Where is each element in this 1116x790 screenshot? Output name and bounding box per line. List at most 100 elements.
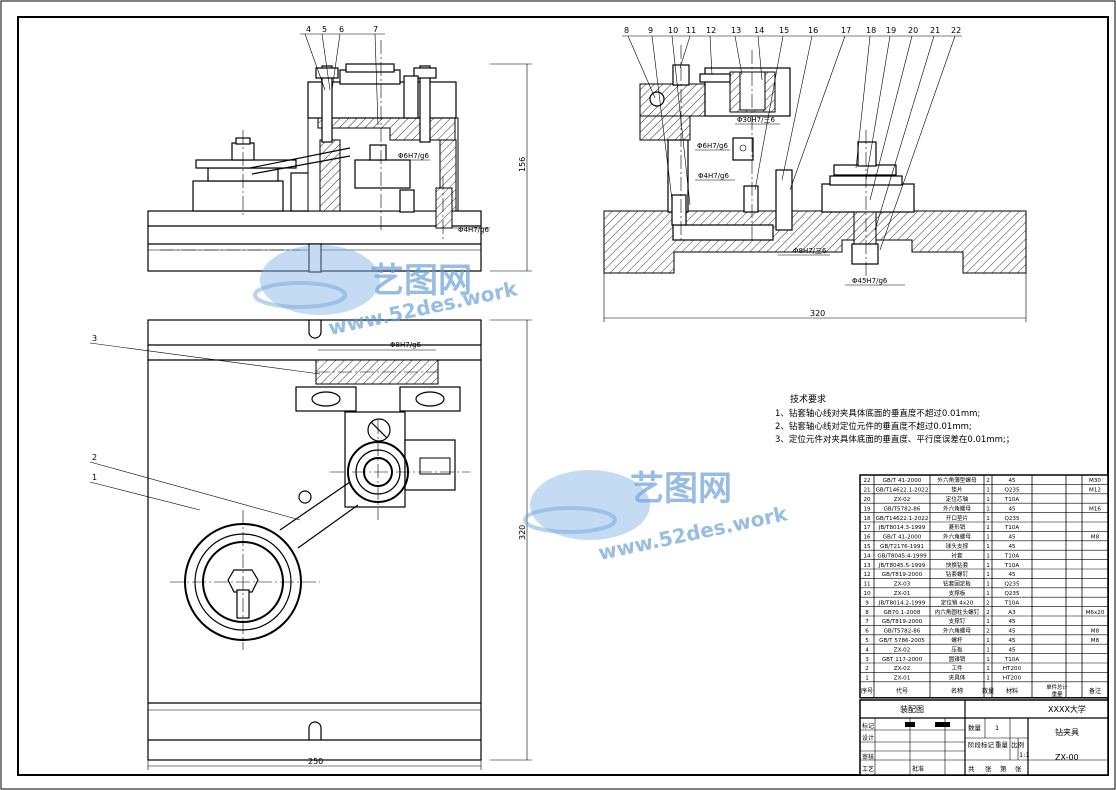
drawing-number: ZX-00 xyxy=(1055,753,1079,762)
tech-requirements: 技术要求 1、钻套轴心线对夹具体底面的垂直度不超过0.01mm; 2、钻套轴心线… xyxy=(775,393,1014,445)
parts-cell-material: 45 xyxy=(1008,478,1016,484)
drawing-name: 装配图 xyxy=(900,704,924,714)
parts-cell-no: 9 xyxy=(865,600,869,606)
parts-cell-material: Q235 xyxy=(1004,591,1020,597)
parts-cell-note: M16 xyxy=(1089,506,1101,512)
tech-title: 技术要求 xyxy=(790,393,826,405)
parts-cell-name: 球头支撑 xyxy=(946,542,969,550)
parts-cell-code: JB/T8014.2-1999 xyxy=(878,600,926,606)
parts-cell-qty: 1 xyxy=(986,516,990,522)
drawing-frame xyxy=(17,16,1109,776)
product-name: 钻夹具 xyxy=(1055,727,1079,737)
parts-cell-no: 22 xyxy=(863,478,870,484)
front-view: Φ6H7/g6 Φ4H7/g6 156 4 5 6 7 xyxy=(147,25,532,273)
parts-cell-name: 垫片 xyxy=(951,486,963,494)
parts-cell-material: 45 xyxy=(1008,619,1016,625)
parts-cell-material: 45 xyxy=(1008,638,1016,644)
approve-label: 批准 xyxy=(912,765,924,773)
leader-number: 15 xyxy=(779,26,789,35)
parts-cell-code: GB/T14622.1-2022 xyxy=(876,516,929,522)
fit-label: Φ6H7/g6 xyxy=(697,142,728,150)
leader-number: 17 xyxy=(841,26,851,35)
leader-number: 16 xyxy=(808,26,818,35)
parts-header-name: 名称 xyxy=(951,687,963,695)
parts-cell-qty: 1 xyxy=(986,525,990,531)
leader-number: 13 xyxy=(731,26,741,35)
parts-cell-material: T10A xyxy=(1004,497,1020,503)
parts-cell-qty: 1 xyxy=(986,553,990,559)
parts-cell-qty: 1 xyxy=(986,572,990,578)
dimension-text: 320 xyxy=(810,309,825,318)
parts-cell-note: M12 xyxy=(1089,488,1101,494)
parts-cell-name: 菱形销 xyxy=(949,523,966,531)
parts-cell-no: 13 xyxy=(863,563,871,569)
sheet-number: 第 xyxy=(1000,764,1007,773)
leader-number: 6 xyxy=(339,25,344,34)
sheet-label: 张 xyxy=(1015,764,1022,773)
parts-cell-code: GB/T5782-86 xyxy=(884,506,921,512)
parts-cell-no: 16 xyxy=(863,535,871,541)
parts-cell-qty: 2 xyxy=(986,629,990,635)
parts-cell-name: 支撑钉 xyxy=(949,617,966,625)
leader-number: 20 xyxy=(908,26,918,35)
parts-cell-no: 7 xyxy=(865,619,869,625)
check-label: 审核 xyxy=(862,753,874,761)
parts-cell-no: 4 xyxy=(865,647,869,653)
watermark-logo: 艺图网 www.52des.work xyxy=(523,469,790,565)
parts-cell-qty: 1 xyxy=(986,497,990,503)
leader-number: 9 xyxy=(648,26,653,35)
fit-label: Φ6H7/g6 xyxy=(398,152,429,160)
parts-cell-material: A3 xyxy=(1008,610,1016,616)
fit-label: Φ8H7/g6 xyxy=(390,341,421,349)
parts-cell-note: M8 xyxy=(1091,535,1100,541)
parts-cell-qty: 1 xyxy=(986,638,990,644)
qty-value: 1 xyxy=(995,724,999,732)
parts-cell-name: 定位芯轴 xyxy=(946,495,969,503)
parts-cell-qty: 1 xyxy=(986,506,990,512)
leader-number: 14 xyxy=(754,26,764,35)
parts-cell-qty: 1 xyxy=(986,544,990,550)
parts-cell-name: 钻套螺钉 xyxy=(946,570,969,578)
parts-cell-no: 14 xyxy=(863,553,871,559)
parts-cell-qty: 1 xyxy=(986,563,990,569)
parts-cell-code: GB/T14622.1-2022 xyxy=(876,488,929,494)
parts-cell-name: 圆锥销 xyxy=(949,655,966,663)
design-label: 设计 xyxy=(862,734,874,742)
parts-cell-material: 45 xyxy=(1008,572,1016,578)
parts-cell-qty: 1 xyxy=(986,666,990,672)
parts-cell-code: ZX-02 xyxy=(894,497,911,503)
parts-cell-code: GB/T 41-2000 xyxy=(883,478,922,484)
parts-cell-qty: 1 xyxy=(986,591,990,597)
fit-label: Φ30H7/三6 xyxy=(737,116,775,124)
parts-cell-name: 工件 xyxy=(951,664,963,672)
scale-label: 比例 xyxy=(1011,740,1024,749)
parts-cell-name: 外六角薄型螺母 xyxy=(937,476,977,484)
parts-cell-note: M30 xyxy=(1089,478,1101,484)
parts-cell-name: 外六角螺母 xyxy=(943,627,971,635)
parts-cell-name: 压板 xyxy=(951,645,963,653)
leader-number: 11 xyxy=(686,26,696,35)
parts-cell-name: 外六角螺母 xyxy=(943,533,971,541)
weight-label: 重量 xyxy=(995,741,1009,749)
parts-cell-no: 15 xyxy=(863,544,871,550)
parts-cell-material: 45 xyxy=(1008,544,1016,550)
parts-cell-no: 10 xyxy=(863,591,871,597)
parts-cell-code: ZX-02 xyxy=(894,647,911,653)
sheet-total: 共 xyxy=(968,764,975,773)
parts-cell-name: 快换钻套 xyxy=(946,561,969,569)
parts-cell-material: 45 xyxy=(1008,647,1016,653)
parts-cell-material: Q235 xyxy=(1004,488,1020,494)
parts-cell-no: 19 xyxy=(863,506,871,512)
leader-number: 7 xyxy=(373,25,378,34)
parts-cell-no: 11 xyxy=(863,582,871,588)
parts-cell-material: 45 xyxy=(1008,506,1016,512)
dimension-text: 250 xyxy=(308,757,323,766)
parts-header-note: 备注 xyxy=(1089,687,1101,695)
watermark-brand: 艺图网 xyxy=(630,469,732,509)
parts-cell-name: 内六角圆柱头螺钉 xyxy=(935,608,980,616)
leader-number: 5 xyxy=(322,25,327,34)
stage-label: 阶段标记 xyxy=(968,740,995,749)
parts-cell-code: GB/T5782-86 xyxy=(884,629,921,635)
parts-cell-code: GB/T 5786-2005 xyxy=(879,638,925,644)
parts-cell-no: 6 xyxy=(865,629,869,635)
